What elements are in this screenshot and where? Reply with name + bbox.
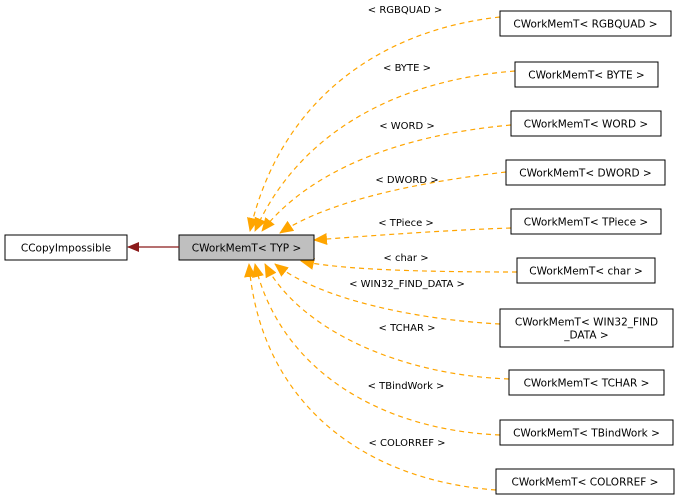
- template-edge-cworkmemt-colorref: [244, 263, 497, 491]
- template-edge-cworkmemt-tbindwork: [252, 263, 501, 436]
- edge-label: < char >: [383, 253, 428, 264]
- node-cworkmemt-tchar[interactable]: CWorkMemT< TCHAR >: [508, 369, 665, 396]
- node-cworkmemt-tbindwork[interactable]: CWorkMemT< TBindWork >: [499, 419, 674, 446]
- node-label: CWorkMemT< TPiece >: [524, 217, 648, 229]
- template-edge-cworkmemt-dword: [279, 171, 507, 234]
- template-edge-cworkmemt-byte: [254, 70, 516, 232]
- edges-layer: [244, 16, 518, 491]
- node-label: CCopyImpossible: [21, 243, 111, 255]
- node-label: CWorkMemT< WORD >: [524, 119, 648, 131]
- node-label: CWorkMemT< DWORD >: [519, 168, 651, 180]
- node-label: CWorkMemT< WIN32_FIND: [515, 317, 658, 329]
- template-edge-cworkmemt-win32-find-data: [274, 263, 501, 325]
- edge-label: < TCHAR >: [379, 323, 436, 334]
- edge-label: < TBindWork >: [368, 381, 445, 392]
- edge-label: < DWORD >: [375, 175, 438, 186]
- template-edge-cworkmemt-rgbquad: [247, 16, 501, 232]
- template-edge-cworkmemt-tchar: [264, 263, 510, 380]
- edge-label: < WORD >: [379, 121, 435, 132]
- edge-labels-layer: < RGBQUAD > < BYTE > < WORD > < DWORD > < TP…: [349, 5, 465, 449]
- node-cworkmemt-rgbquad[interactable]: CWorkMemT< RGBQUAD >: [499, 10, 672, 37]
- node-label: CWorkMemT< BYTE >: [528, 70, 644, 82]
- node-cworkmemt-byte[interactable]: CWorkMemT< BYTE >: [514, 61, 659, 88]
- edge-label: < RGBQUAD >: [368, 5, 442, 16]
- edge-label: < TPiece >: [378, 218, 434, 229]
- node-label: CWorkMemT< TYP >: [192, 243, 302, 255]
- node-label: CWorkMemT< COLORREF >: [512, 477, 659, 489]
- node-cworkmemt-typ[interactable]: CWorkMemT< TYP >: [178, 234, 315, 261]
- specialization-nodes: CWorkMemT< RGBQUAD > CWorkMemT< BYTE > CWo…: [495, 10, 675, 495]
- edge-label: < COLORREF >: [368, 438, 445, 449]
- node-ccopyimpossible[interactable]: CCopyImpossible: [4, 234, 128, 261]
- edge-label: < WIN32_FIND_DATA >: [349, 279, 465, 290]
- template-edge-cworkmemt-word: [261, 124, 512, 232]
- node-label: CWorkMemT< TCHAR >: [524, 378, 650, 390]
- node-label: CWorkMemT< char >: [529, 266, 643, 278]
- node-label: CWorkMemT< RGBQUAD >: [513, 19, 657, 31]
- node-cworkmemt-dword[interactable]: CWorkMemT< DWORD >: [505, 159, 666, 186]
- node-label: _DATA >: [563, 330, 608, 342]
- edge-label: < BYTE >: [383, 63, 431, 74]
- node-cworkmemt-word[interactable]: CWorkMemT< WORD >: [510, 110, 662, 137]
- node-cworkmemt-tpiece[interactable]: CWorkMemT< TPiece >: [510, 208, 662, 235]
- node-cworkmemt-win32-find-data[interactable]: CWorkMemT< WIN32_FIND_DATA >: [499, 308, 674, 348]
- node-cworkmemt-colorref[interactable]: CWorkMemT< COLORREF >: [495, 468, 675, 495]
- node-cworkmemt-char[interactable]: CWorkMemT< char >: [516, 257, 656, 284]
- template-edge-cworkmemt-char: [300, 258, 518, 273]
- node-label: CWorkMemT< TBindWork >: [513, 428, 660, 440]
- template-edge-cworkmemt-tpiece: [313, 227, 512, 246]
